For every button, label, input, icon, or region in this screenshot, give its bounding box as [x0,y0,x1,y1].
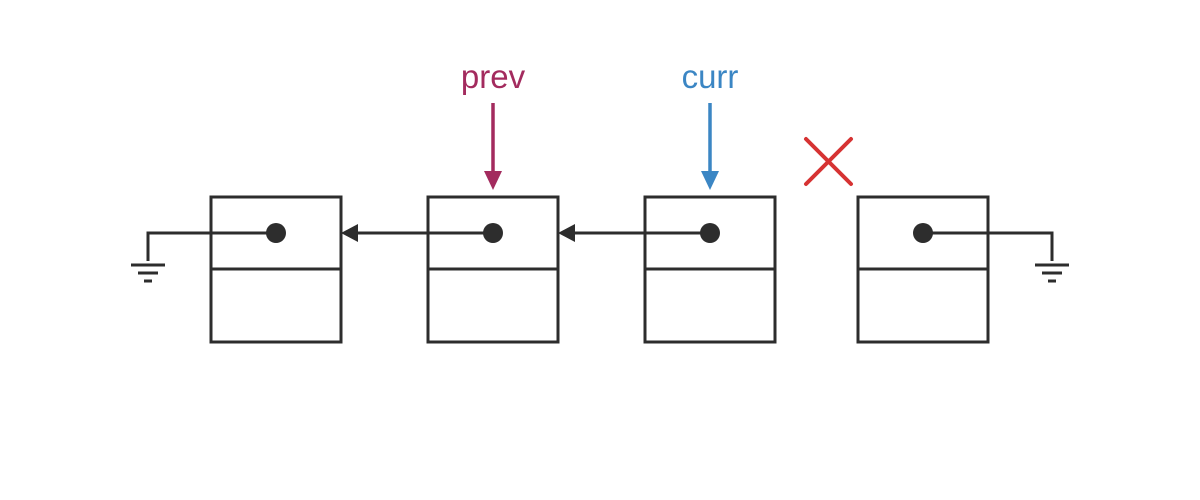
node-4 [856,195,990,344]
curr-pointer: curr [682,58,739,190]
null-link-right [923,231,1069,283]
null-link-left [131,231,276,283]
null-link-left-wire [146,231,276,261]
arrow-node3-to-node2-head-icon [558,224,575,242]
arrow-node3-to-node2 [558,224,710,242]
cross-stroke-2 [804,137,853,186]
node-2 [426,195,560,344]
node-3 [643,195,777,344]
null-link-right-wire [923,231,1054,261]
prev-arrowhead-icon [484,171,502,190]
arrow-node2-to-node1-head-icon [341,224,358,242]
broken-link-cross-icon [804,137,853,186]
curr-arrowhead-icon [701,171,719,190]
prev-pointer: prev [461,58,526,190]
ground-left-icon [131,263,165,283]
ground-right-icon [1035,263,1069,283]
prev-label: prev [461,58,526,95]
node-1 [209,195,343,344]
curr-label: curr [682,58,739,95]
arrow-node2-to-node1 [341,224,493,242]
